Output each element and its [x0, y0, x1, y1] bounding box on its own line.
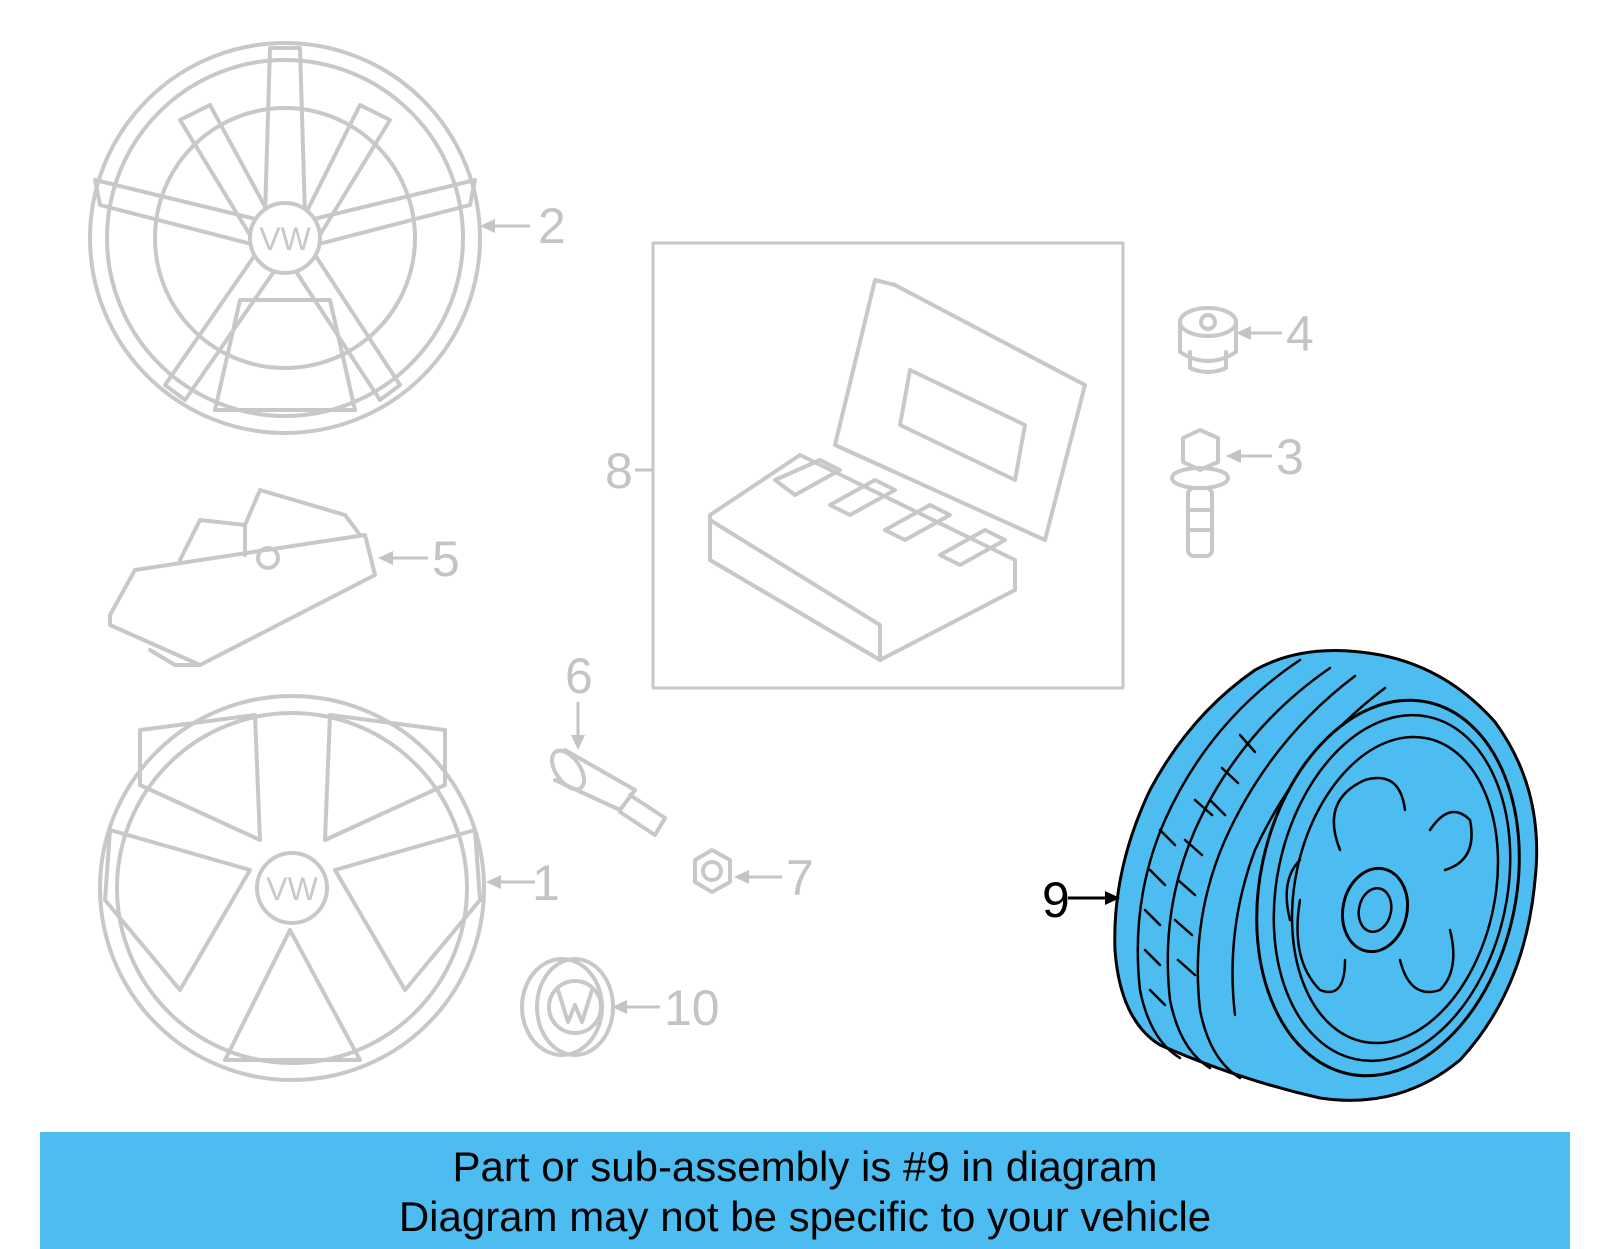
callout-6[interactable]: 6 [565, 648, 593, 704]
callout-2[interactable]: 2 [538, 198, 566, 254]
tool-case-part-8-illustration [708, 278, 1087, 662]
wheel-part-2-illustration: VW [88, 41, 482, 435]
callout-9[interactable]: 9 [1042, 872, 1070, 928]
callout-5[interactable]: 5 [432, 531, 460, 587]
valve-stem-part-6-illustration [550, 748, 667, 837]
valve-nut-part-7-illustration [693, 848, 732, 894]
wheel-part-1-illustration: VW [98, 694, 486, 1082]
banner-line-part-number: Part or sub-assembly is #9 in diagram [452, 1143, 1158, 1190]
callout-10[interactable]: 10 [664, 980, 720, 1036]
lock-bolt-part-4-illustration [1178, 306, 1238, 374]
callout-7[interactable]: 7 [786, 850, 814, 906]
callout-1[interactable]: 1 [532, 855, 560, 911]
vw-logo-wheel-2: VW [259, 221, 311, 257]
callout-8[interactable]: 8 [605, 443, 633, 499]
banner-line-disclaimer: Diagram may not be specific to your vehi… [398, 1193, 1212, 1240]
wheel-bolt-part-3-illustration [1170, 428, 1230, 558]
tpms-sensor-part-5-illustration [108, 488, 377, 667]
parts-diagram: VW 2 8 4 3 [88, 41, 1553, 1102]
vw-logo-wheel-1: VW [266, 871, 318, 907]
center-cap-part-10-illustration [520, 957, 615, 1057]
callout-3[interactable]: 3 [1276, 429, 1304, 485]
info-banner: Part or sub-assembly is #9 in diagram Di… [40, 1132, 1570, 1249]
callout-4[interactable]: 4 [1286, 306, 1314, 362]
wheel-tire-assembly-part-9-illustration[interactable] [1113, 649, 1553, 1102]
